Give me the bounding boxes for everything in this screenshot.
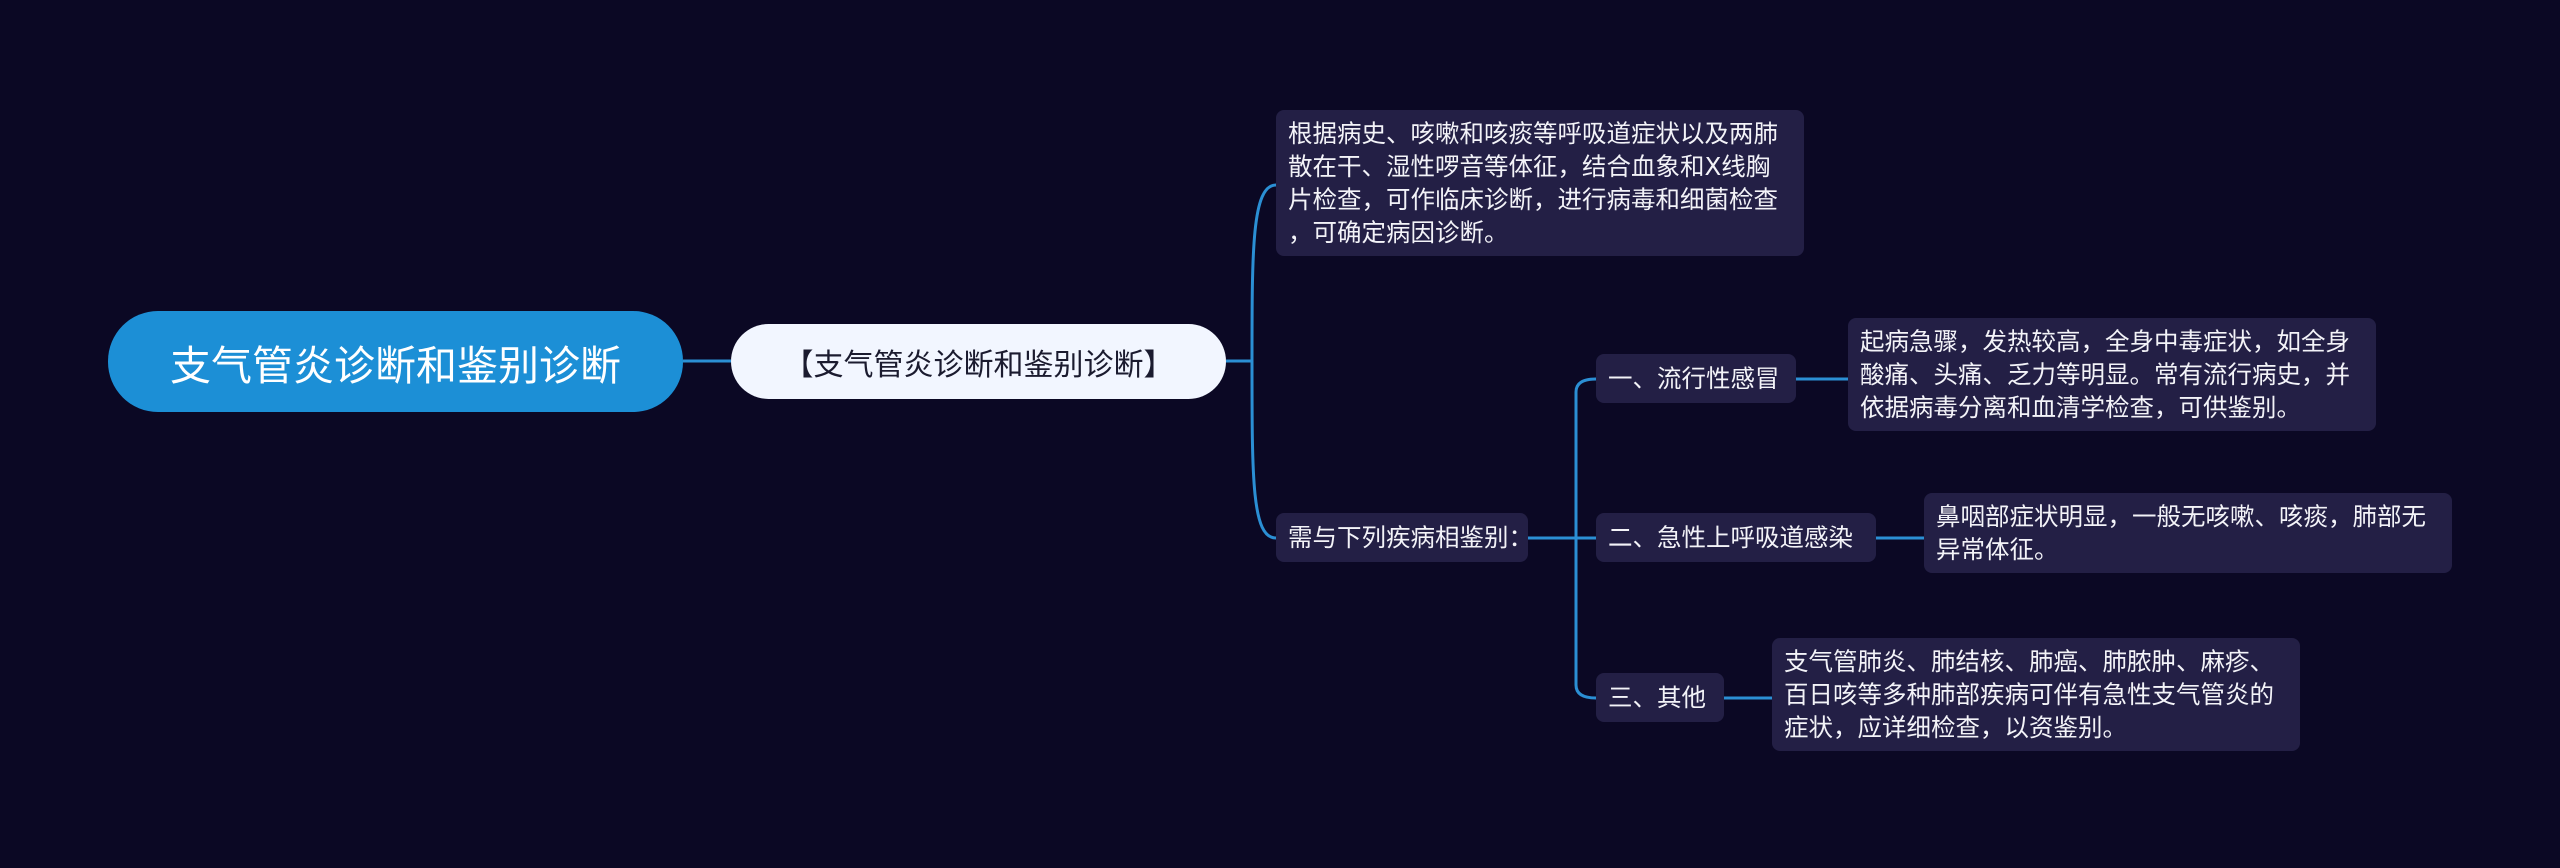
influenza-detail-card[interactable]: 起病急骤，发热较高，全身中毒症状，如全身 酸痛、头痛、乏力等明显。常有流行病史，… [1848,318,2376,431]
connector-topic-differential [1250,360,1277,540]
differential-item-label: 二、急性上呼吸道感染 [1608,523,1853,552]
connector-topic-diagnosis [1250,183,1277,362]
detail-line: 症状，应详细检查，以资鉴别。 [1784,713,2127,742]
detail-line: 依据病毒分离和血清学检查，可供鉴别。 [1860,393,2301,422]
differential-item-label: 三、其他 [1608,683,1706,712]
root-node-label: 支气管炎诊断和鉴别诊断 [170,341,621,390]
detail-line: 酸痛、头痛、乏力等明显。常有流行病史，并 [1860,360,2350,389]
differential-item-label: 一、流行性感冒 [1608,364,1780,393]
detail-line: 支气管肺炎、肺结核、肺癌、肺脓肿、麻疹、 [1784,647,2274,676]
topic-node-label: 【支气管炎诊断和鉴别诊断】 [783,347,1174,383]
differential-node[interactable]: 需与下列疾病相鉴别： [1276,513,1533,562]
detail-line: 异常体征。 [1936,535,2059,564]
differential-label: 需与下列疾病相鉴别： [1288,523,1533,552]
detail-line: 百日咳等多种肺部疾病可伴有急性支气管炎的 [1784,680,2274,709]
upper-respiratory-detail-card[interactable]: 鼻咽部症状明显，一般无咳嗽、咳痰，肺部无 异常体征。 [1924,493,2452,573]
detail-line: 鼻咽部症状明显，一般无咳嗽、咳痰，肺部无 [1936,502,2426,531]
diagnosis-card[interactable]: 根据病史、咳嗽和咳痰等呼吸道症状以及两肺 散在干、湿性啰音等体征，结合血象和X线… [1276,110,1804,256]
diagnosis-line: 散在干、湿性啰音等体征，结合血象和X线胸 [1288,152,1771,181]
differential-item-upper-respiratory[interactable]: 二、急性上呼吸道感染 [1596,513,1876,562]
connector-differential-item-1 [1574,377,1597,538]
root-node[interactable]: 支气管炎诊断和鉴别诊断 [108,311,683,412]
differential-item-influenza[interactable]: 一、流行性感冒 [1596,354,1796,403]
connector-differential-item-3 [1574,538,1597,700]
detail-line: 起病急骤，发热较高，全身中毒症状，如全身 [1860,327,2350,356]
topic-node[interactable]: 【支气管炎诊断和鉴别诊断】 [731,324,1226,399]
diagnosis-line: 片检查，可作临床诊断，进行病毒和细菌检查 [1288,185,1778,214]
differential-item-other[interactable]: 三、其他 [1596,673,1724,722]
diagnosis-line: 根据病史、咳嗽和咳痰等呼吸道症状以及两肺 [1288,119,1778,148]
other-detail-card[interactable]: 支气管肺炎、肺结核、肺癌、肺脓肿、麻疹、 百日咳等多种肺部疾病可伴有急性支气管炎… [1772,638,2300,751]
diagnosis-line: ，可确定病因诊断。 [1288,218,1509,247]
